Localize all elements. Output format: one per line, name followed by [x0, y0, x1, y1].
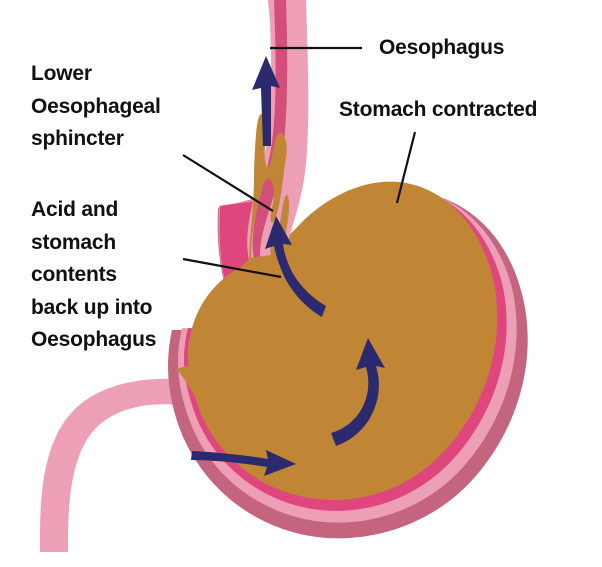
duodenum [40, 378, 206, 552]
label-lower-oesophageal-sphincter: Lower Oesophageal sphincter [31, 62, 161, 150]
oesophagus-wall-right [268, 0, 309, 244]
label-oesophagus: Oesophagus [379, 36, 505, 59]
leader-stomach-contracted [395, 131, 417, 204]
contraction-arrow-body [331, 338, 385, 446]
leader-lines [182, 46, 417, 279]
duodenum-lumen [176, 365, 214, 398]
leader-sphincter [182, 154, 274, 212]
contraction-arrow-antrum [191, 450, 296, 476]
leader-acid-contents [182, 257, 282, 279]
label-acid-and-stomach-contents: Acid and stomach contents back up into O… [31, 198, 157, 351]
label-stomach-contracted: Stomach contracted [339, 98, 538, 121]
refluxed-contents-oesophagus [249, 113, 287, 269]
oesophagus-lumen [246, 0, 288, 268]
reflux-arrow-sphincter [265, 216, 326, 317]
reflux-arrow-oesophagus [252, 56, 280, 146]
